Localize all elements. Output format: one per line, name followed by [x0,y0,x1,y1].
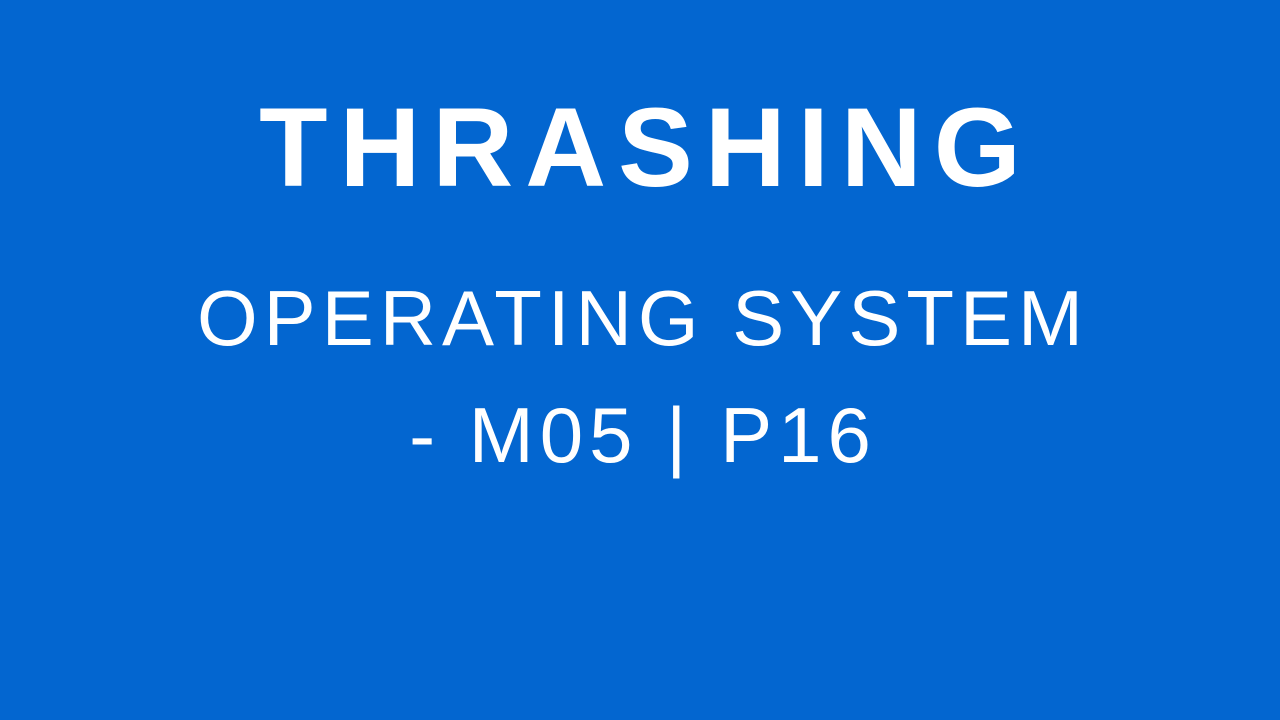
slide-subtitle-line-1: OPERATING SYSTEM [197,274,1089,362]
slide-title: THRASHING [259,85,1033,210]
slide-subtitle-line-2: - M05 | P16 [409,391,877,479]
